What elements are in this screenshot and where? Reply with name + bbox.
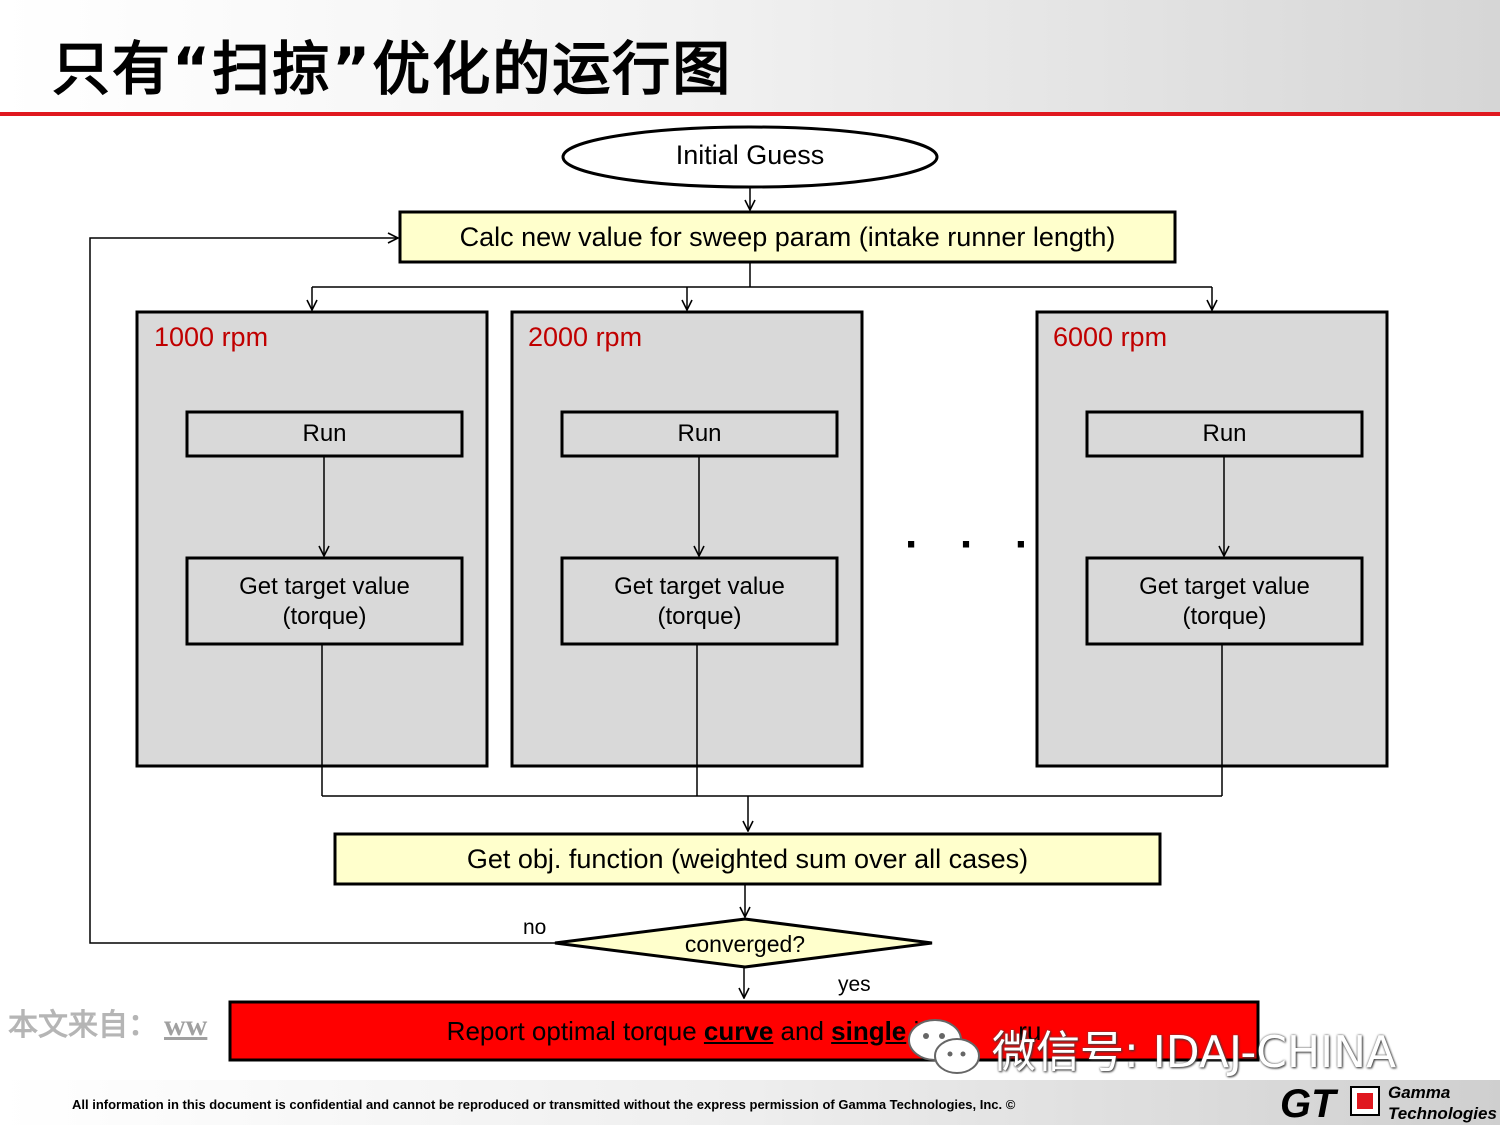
get-box-2 — [560, 556, 839, 646]
decision-diamond — [554, 917, 933, 969]
run-label-1: Run — [302, 420, 347, 447]
report-text-tail: ru — [1010, 1016, 1042, 1046]
case-panel-2 — [510, 310, 864, 768]
case-panel-3 — [1035, 310, 1389, 768]
get-label-1b: (torque) — [282, 603, 367, 630]
report-box — [228, 1000, 1260, 1062]
source-watermark: 本文来自：ww — [8, 1000, 207, 1044]
get-label-3a: Get target value — [1139, 573, 1310, 600]
gt-logo-text: GT — [1280, 1082, 1336, 1126]
calc-box — [398, 210, 1177, 264]
get-box-3 — [1085, 556, 1364, 646]
company-name: Gamma Technologies — [1388, 1082, 1497, 1124]
run-label-3: Run — [1202, 420, 1247, 447]
footer-notice: All information in this document is conf… — [72, 1097, 1016, 1112]
case-rpm-1: 1000 rpm — [154, 322, 269, 352]
wechat-watermark: 微信号: IDAJ-CHINA — [992, 1027, 1397, 1078]
get-label-2b: (torque) — [657, 603, 742, 630]
case-panel-1 — [135, 310, 489, 768]
get-label-2a: Get target value — [614, 573, 785, 600]
no-label: no — [523, 916, 547, 939]
no-loop-line — [89, 238, 555, 944]
run-box-1 — [185, 410, 464, 458]
run-box-2 — [560, 410, 839, 458]
ellipsis-dots: · · · — [905, 520, 1044, 569]
objective-label: Get obj. function (weighted sum over all… — [466, 844, 1029, 874]
report-bold-single: single — [831, 1016, 907, 1046]
get-label-1a: Get target value — [239, 573, 410, 600]
case-rpm-2: 2000 rpm — [528, 322, 643, 352]
run-label-2: Run — [677, 420, 722, 447]
header-rule — [0, 112, 1500, 116]
company-name-line1: Gamma — [1388, 1083, 1451, 1102]
yes-label: yes — [838, 973, 871, 996]
calc-label: Calc new value for sweep param (intake r… — [459, 222, 1116, 252]
objective-box — [333, 832, 1162, 886]
report-bold-curve: curve — [703, 1016, 774, 1046]
source-watermark-url[interactable]: ww — [164, 1009, 208, 1042]
gt-logo-icon — [1350, 1086, 1380, 1116]
footer-band — [0, 1080, 1500, 1125]
case-rpm-3: 6000 rpm — [1053, 322, 1168, 352]
get-box-1 — [185, 556, 464, 646]
source-watermark-prefix: 本文来自： — [8, 1008, 158, 1043]
header-band — [0, 0, 1500, 112]
company-name-line2: Technologies — [1388, 1104, 1497, 1123]
report-text-1: Report optimal torque — [446, 1016, 704, 1046]
get-label-3b: (torque) — [1182, 603, 1267, 630]
start-label: Initial Guess — [675, 140, 825, 170]
wechat-icon — [908, 1019, 980, 1074]
decision-label: converged? — [684, 931, 806, 957]
page-title: 只有“扫掠”优化的运行图 — [52, 35, 733, 103]
report-text-2: and — [773, 1016, 832, 1046]
